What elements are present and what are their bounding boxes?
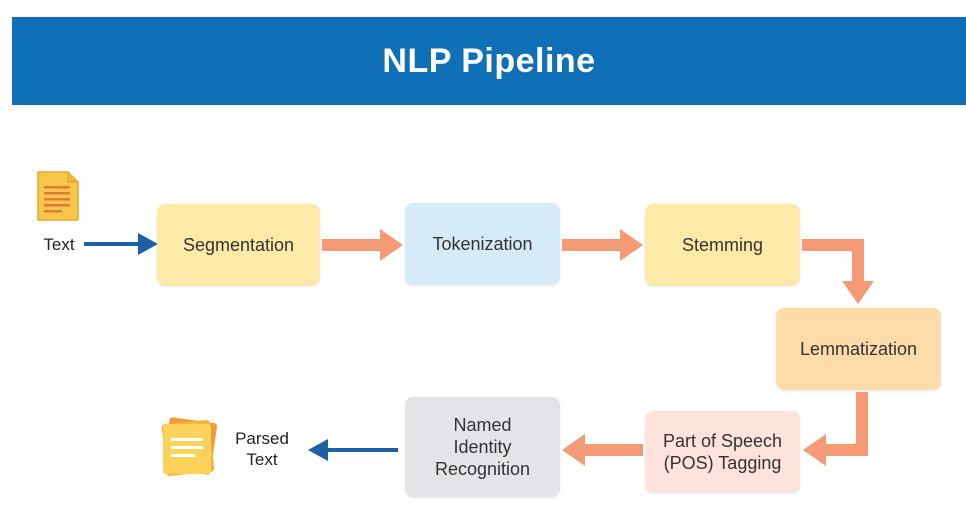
- step-pos-tagging: Part of Speech (POS) Tagging: [645, 411, 800, 493]
- output-arrow: [308, 439, 398, 461]
- arrow-segmentation-to-tokenization: [322, 229, 403, 261]
- step-ner-label-line3: Recognition: [434, 459, 531, 479]
- input-arrow: [84, 233, 158, 255]
- step-stemming: Stemming: [645, 204, 800, 286]
- arrow-pos-to-ner: [562, 434, 643, 466]
- step-lemmatization: Lemmatization: [776, 308, 941, 390]
- step-named-identity-recognition: Named Identity Recognition: [405, 397, 560, 497]
- document-icon: [37, 171, 79, 221]
- sticky-notes-icon: [161, 417, 217, 477]
- step-segmentation-label: Segmentation: [182, 235, 295, 255]
- step-pos-label-line2: (POS) Tagging: [663, 453, 782, 473]
- step-ner-label-line2: Identity: [453, 437, 512, 457]
- step-stemming-label: Stemming: [681, 235, 764, 255]
- output-label-line2: Text: [246, 450, 278, 469]
- step-lemmatization-label: Lemmatization: [799, 339, 918, 359]
- step-segmentation: Segmentation: [157, 204, 320, 286]
- arrow-lemmatization-to-pos: [803, 392, 868, 466]
- input-label: Text: [43, 235, 75, 254]
- step-tokenization: Tokenization: [405, 203, 560, 285]
- step-tokenization-label: Tokenization: [432, 234, 533, 254]
- output-label-line1: Parsed: [235, 429, 289, 448]
- output-label: Parsed Text: [224, 428, 300, 470]
- step-ner-label-line1: Named: [453, 415, 512, 435]
- arrow-tokenization-to-stemming: [562, 229, 643, 261]
- title-banner: NLP Pipeline: [12, 17, 966, 105]
- page-title: NLP Pipeline: [382, 41, 596, 80]
- step-pos-label-line1: Part of Speech: [662, 431, 783, 451]
- arrow-stemming-to-lemmatization: [802, 239, 874, 304]
